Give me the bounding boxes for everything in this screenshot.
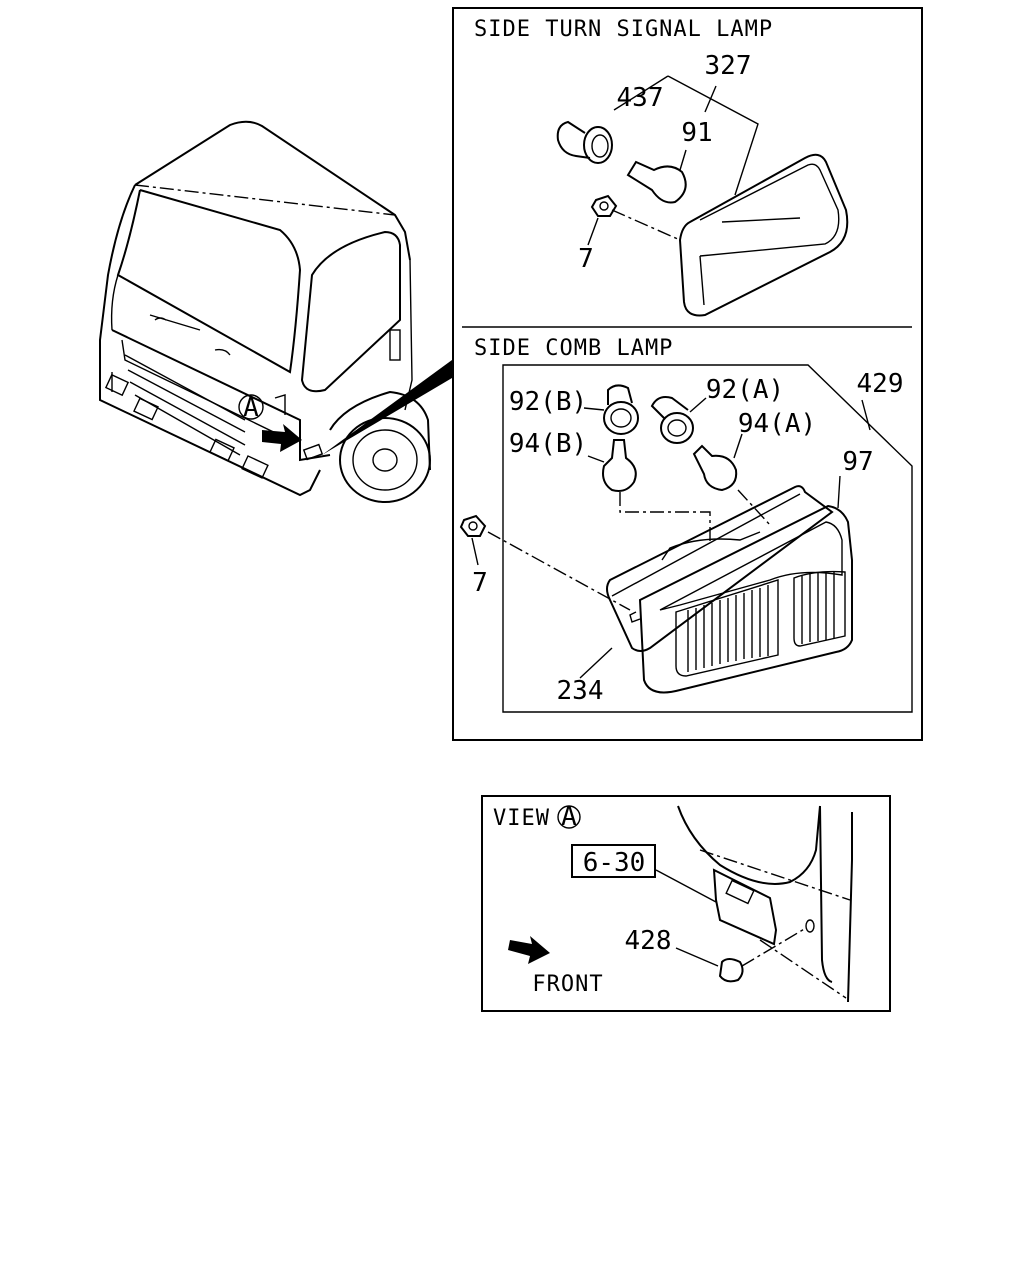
view-a-frame <box>481 795 891 1012</box>
part-label-92b: 92(B) <box>509 387 587 417</box>
part-label-7-comb: 7 <box>472 568 488 598</box>
nut-7 <box>587 194 618 246</box>
view-a-arrow-icon <box>262 424 302 452</box>
turn-signal-heading: SIDE TURN SIGNAL LAMP <box>474 17 773 42</box>
turn-signal-lamp-housing <box>678 153 849 317</box>
part-label-437: 437 <box>617 83 664 113</box>
nut-7-comb <box>459 514 487 566</box>
comb-lamp-housing-97 <box>629 475 853 694</box>
bulb-94b <box>587 439 637 492</box>
bulb-91 <box>626 149 687 204</box>
part-label-97: 97 <box>842 447 873 477</box>
view-circle-letter: A <box>561 802 577 832</box>
socket-92b <box>583 384 639 435</box>
part-label-94a: 94(A) <box>738 409 816 439</box>
front-arrow-icon <box>508 936 550 964</box>
socket-437 <box>556 120 613 164</box>
part-label-7-turn: 7 <box>578 244 594 274</box>
reference-box <box>571 844 656 878</box>
view-heading: VIEW <box>493 806 550 831</box>
part-label-91: 91 <box>681 118 712 148</box>
part-label-234: 234 <box>557 676 604 706</box>
lamp-428 <box>675 947 744 983</box>
truck-cab-illustration <box>99 120 452 503</box>
turn-signal-lamp-drawing <box>556 75 849 317</box>
assembly-boundary-429 <box>502 364 913 713</box>
view-a-drawing <box>508 805 853 1003</box>
view-circle <box>557 805 581 829</box>
socket-92a <box>650 396 707 444</box>
front-label: FRONT <box>532 972 603 997</box>
circle-a-callout <box>238 394 264 420</box>
part-label-428: 428 <box>625 926 672 956</box>
comb-lamp-drawing <box>459 364 913 713</box>
part-label-429: 429 <box>857 369 904 399</box>
part-label-327: 327 <box>705 51 752 81</box>
reference-label: 6-30 <box>583 848 646 878</box>
cab-view-marker: A <box>243 393 259 423</box>
part-label-92a: 92(A) <box>706 375 784 405</box>
lamp-detail-frame <box>452 7 923 741</box>
part-label-94b: 94(B) <box>509 429 587 459</box>
bulb-94a <box>692 433 743 492</box>
comb-lamp-heading: SIDE COMB LAMP <box>474 336 673 361</box>
